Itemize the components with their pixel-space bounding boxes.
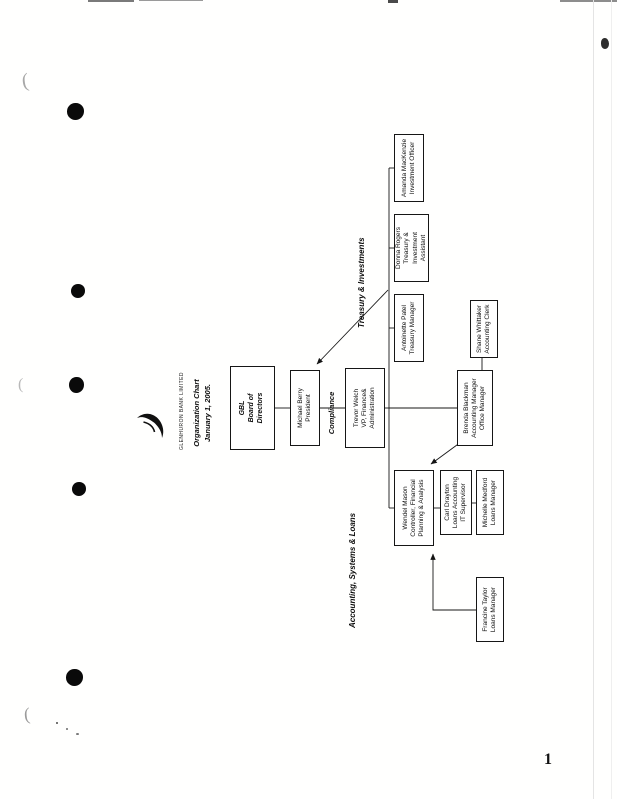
punch-hole xyxy=(71,284,85,298)
page-number: 1 xyxy=(544,751,552,768)
node-investment-officer: Amanda MacKenzie Investment Officer xyxy=(394,134,424,202)
node-president: Michael Berry President xyxy=(290,370,320,446)
scan-artifact xyxy=(88,0,134,2)
node-treasury-manager: Antoinette Patel Treasury Manager xyxy=(394,294,424,362)
punch-hole xyxy=(72,482,86,496)
punch-hole xyxy=(69,377,84,393)
scan-artifact: ( xyxy=(23,703,31,725)
scan-artifact: ( xyxy=(20,69,31,93)
node-vp-finance: Trevor Welch VP, Finance& Administration xyxy=(345,368,385,448)
scan-artifact xyxy=(388,0,398,3)
node-accounting-clerk: Shane Whittaker Accounting Clerk xyxy=(470,300,498,358)
punch-hole xyxy=(67,103,84,120)
node-treasury-assistant: Donna Rogers Treasury & Investment Assis… xyxy=(394,214,429,282)
node-loans-manager-francine: Francine Taylor Loans Manager xyxy=(476,577,504,642)
scan-artifact xyxy=(560,0,617,2)
scan-artifact xyxy=(66,728,68,730)
chart-title: Organization Chart January 1, 2005. xyxy=(192,379,212,447)
node-accounting-manager: Brenda Blackman Accounting Manager Offic… xyxy=(457,370,493,446)
section-label-compliance: Compliance xyxy=(327,391,336,435)
punch-hole xyxy=(66,669,83,686)
scan-artifact xyxy=(601,38,609,49)
node-controller: Wendel Mason Controller, Financial Plann… xyxy=(394,470,434,546)
company-logo-icon xyxy=(130,404,172,444)
node-board-of-directors: GBL Board of Directors xyxy=(230,366,275,450)
organization-chart: GLENHURON BANK LIMITED Organization Char… xyxy=(130,100,510,720)
section-label-accounting: Accounting, Systems & Loans xyxy=(348,512,357,628)
scan-artifact xyxy=(593,0,594,799)
company-name: GLENHURON BANK LIMITED xyxy=(179,372,185,450)
node-loans-manager-michelle: Michelle Medford Loans Manager xyxy=(476,470,504,535)
scan-artifact xyxy=(611,0,612,799)
scan-artifact xyxy=(139,0,203,1)
node-loans-it-supervisor: Carl Drayton Loans Accounting IT Supervi… xyxy=(440,470,472,535)
scan-artifact xyxy=(76,733,79,735)
scan-artifact xyxy=(56,722,58,724)
scan-artifact: ( xyxy=(18,376,24,393)
connector-lines xyxy=(275,167,483,611)
section-label-treasury: Treasury & Investments xyxy=(357,237,366,328)
